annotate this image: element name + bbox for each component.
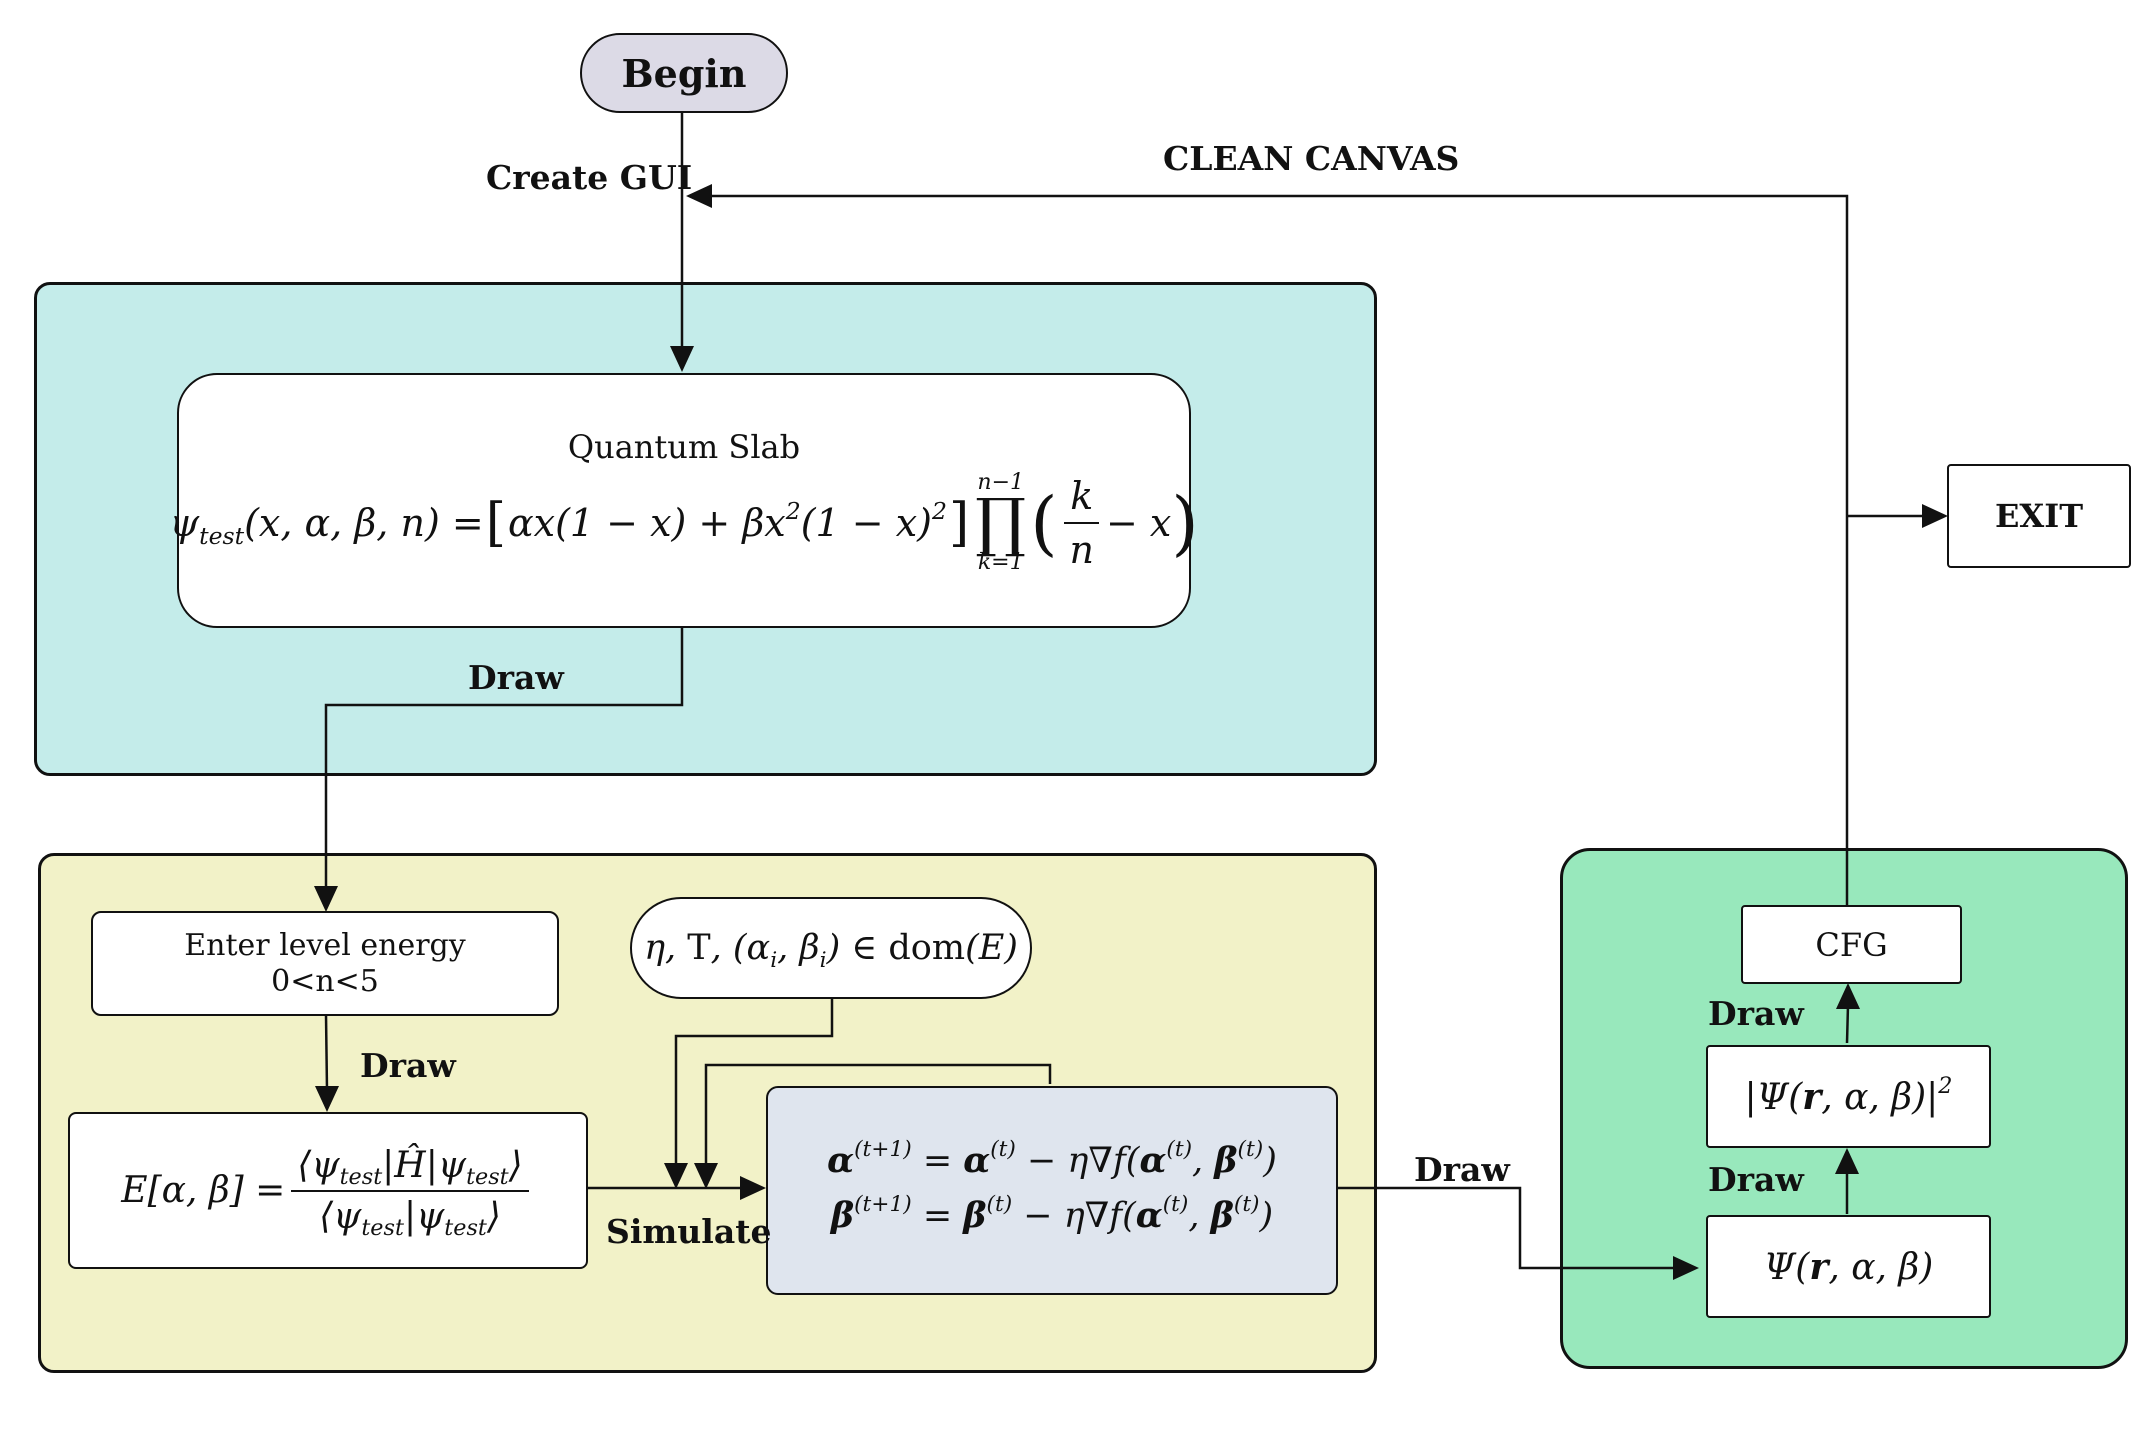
clean-canvas-label: CLEAN CANVAS	[1163, 139, 1460, 178]
arrowhead-params	[664, 1163, 688, 1189]
psi-abs-sq-node: |Ψ(r, α, β)|2	[1706, 1045, 1991, 1148]
cfg-node[interactable]: CFG	[1741, 905, 1962, 984]
draw-psi-sq-label: Draw	[1708, 1160, 1804, 1199]
edge-update-loop	[704, 1063, 1052, 1165]
draw-slab-label: Draw	[468, 658, 564, 697]
create-gui-label: Create GUI	[486, 158, 693, 197]
draw-cfg-label: Draw	[1708, 994, 1804, 1033]
arrowhead-exit	[1922, 504, 1948, 528]
draw-enter-label: Draw	[360, 1046, 456, 1085]
enter-level-label: Enter level energy	[184, 927, 466, 963]
simulate-label: Simulate	[606, 1212, 772, 1251]
arrowhead-clean-canvas	[686, 184, 712, 208]
begin-label: Begin	[621, 50, 747, 96]
psi-node: Ψ(r, α, β)	[1706, 1215, 1991, 1318]
cfg-label: CFG	[1815, 925, 1888, 964]
exit-label: EXIT	[1995, 497, 2083, 535]
quantum-slab-formula: ψtest(x, α, β, n) = [ αx(1 − x) + βx2(1 …	[169, 469, 1199, 575]
edge-psisq-to-cfg	[1845, 1004, 1850, 1044]
arrowhead-cfg	[1836, 983, 1860, 1009]
energy-functional-node: E[α, β] = ⟨ψtest|Ĥ|ψtest⟩ ⟨ψtest|ψtest⟩	[68, 1112, 588, 1269]
exit-node[interactable]: EXIT	[1947, 464, 2131, 568]
update-rule-node: α(t+1) = α(t) − η∇f(α(t), β(t)) β(t+1) =…	[766, 1086, 1338, 1295]
quantum-slab-node: Quantum Slab ψtest(x, α, β, n) = [ αx(1 …	[169, 373, 1199, 628]
arrowhead-psisq	[1835, 1148, 1859, 1174]
arrowhead-energy	[315, 1086, 339, 1112]
arrowhead-update	[740, 1176, 766, 1200]
begin-node: Begin	[580, 33, 788, 113]
arrowhead-loop	[694, 1163, 718, 1189]
parameters-node[interactable]: η, T, (αi, βi) ∈ dom(E)	[630, 897, 1032, 999]
edge-update-to-psi	[1337, 1186, 1675, 1270]
edge-clean-canvas	[710, 194, 1849, 905]
draw-update-label: Draw	[1414, 1150, 1510, 1189]
edge-enter-to-energy	[324, 1014, 329, 1091]
quantum-slab-title: Quantum Slab	[567, 427, 801, 466]
enter-level-node[interactable]: Enter level energy 0<n<5	[91, 911, 559, 1016]
arrowhead-psi	[1673, 1256, 1699, 1280]
level-range-label: 0<n<5	[271, 963, 379, 999]
edge-params-to-sim	[674, 998, 834, 1165]
arrowhead-enter	[314, 886, 338, 912]
edge-slab-to-enter	[324, 627, 684, 888]
arrowhead-slab	[670, 346, 694, 372]
